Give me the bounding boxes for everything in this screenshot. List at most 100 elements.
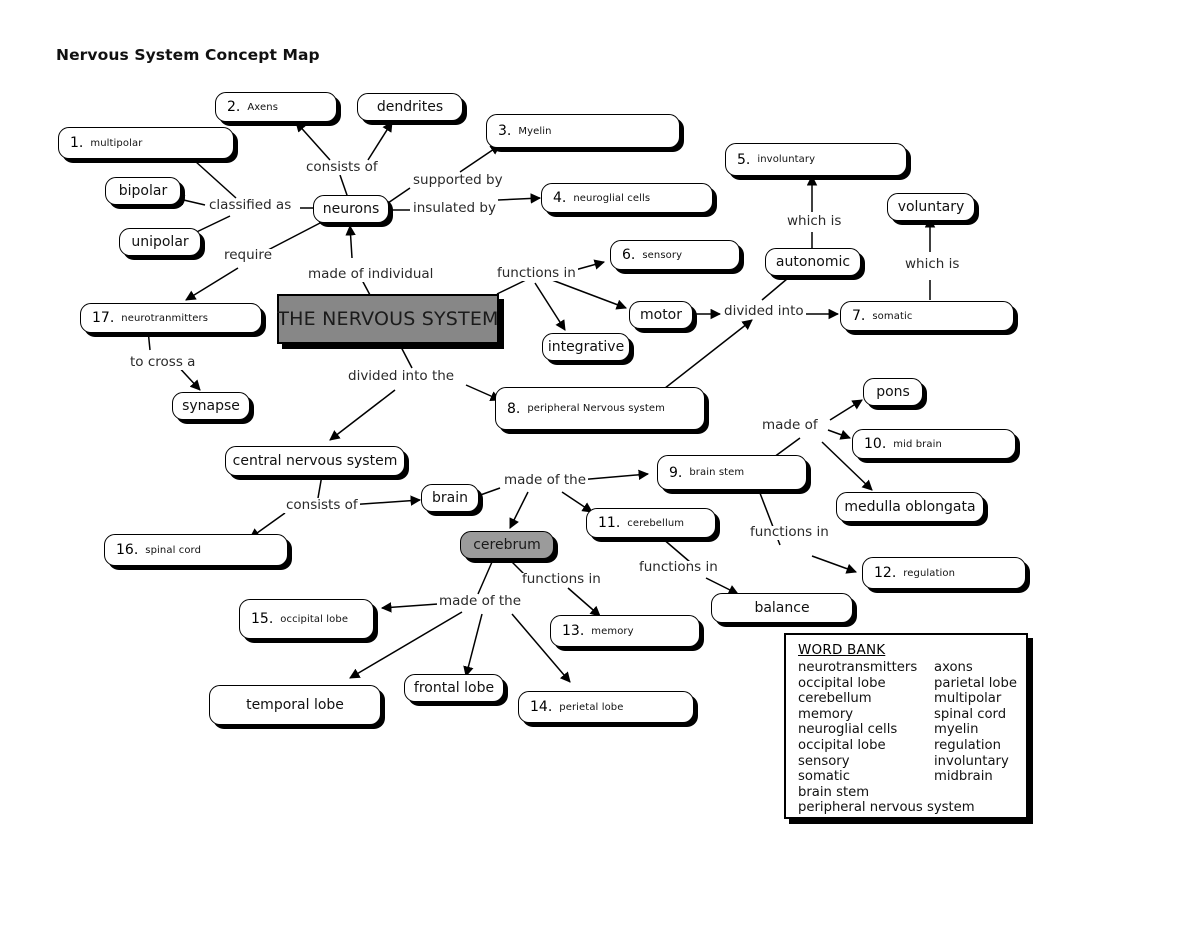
node-multipolar[interactable]: 1. multipolar <box>58 127 234 159</box>
node-label: regulation <box>903 567 956 579</box>
link-label-functions-in-cere: functions in <box>520 571 603 587</box>
node-number: 3. <box>498 123 512 139</box>
node-medulla-oblongata[interactable]: medulla oblongata <box>836 492 984 522</box>
word-bank-item: neurotransmitters <box>798 660 918 675</box>
node-autonomic[interactable]: autonomic <box>765 248 861 276</box>
node-unipolar[interactable]: unipolar <box>119 228 201 256</box>
word-bank-item: somatic <box>798 769 850 785</box>
node-temporal-lobe[interactable]: temporal lobe <box>209 685 381 725</box>
node-number: 10. <box>864 436 887 452</box>
node-label: frontal lobe <box>413 680 495 696</box>
node-myelin[interactable]: 3. Myelin <box>486 114 680 148</box>
word-bank-item: occipital lobe <box>798 737 886 753</box>
node-brain[interactable]: brain <box>421 484 479 512</box>
link-label-divided-into-the: divided into the <box>346 368 457 384</box>
node-number: 6. <box>622 247 636 263</box>
node-parietal-lobe[interactable]: 14. perietal lobe <box>518 691 694 723</box>
node-brain-stem[interactable]: 9. brain stem <box>657 455 807 490</box>
link-label-supported-by: supported by <box>411 172 505 188</box>
node-central-nervous-system[interactable]: central nervous system <box>225 446 405 476</box>
node-somatic[interactable]: 7. somatic <box>840 301 1014 331</box>
node-label: brain <box>432 490 468 506</box>
word-bank-item: axons <box>934 660 973 675</box>
word-bank-column-right: axons parietal lobe multipolar spinal co… <box>934 660 1017 816</box>
node-number: 7. <box>852 308 866 324</box>
node-number: 14. <box>530 699 553 715</box>
node-motor[interactable]: motor <box>629 301 693 329</box>
node-number: 8. <box>507 400 521 417</box>
node-number: 12. <box>874 565 897 581</box>
node-neurotransmitters[interactable]: 17. neurotranmitters <box>80 303 262 333</box>
word-bank-item: neuroglial cells <box>798 722 898 738</box>
node-voluntary[interactable]: voluntary <box>887 193 975 221</box>
node-label: peripheral Nervous system <box>527 403 665 414</box>
node-integrative[interactable]: integrative <box>542 333 630 361</box>
node-label: autonomic <box>775 254 851 270</box>
word-bank-item: sensory <box>798 753 850 769</box>
link-label-classified-as: classified as <box>207 197 294 213</box>
link-label-insulated-by: insulated by <box>411 200 498 216</box>
link-label-functions-in-pns: functions in <box>495 265 578 281</box>
node-label: memory <box>591 625 634 637</box>
node-label: spinal cord <box>145 544 202 556</box>
word-bank-item: midbrain <box>934 769 993 785</box>
link-label-made-of-brainstem: made of <box>760 417 820 433</box>
node-label: mid brain <box>893 438 942 450</box>
node-label: medulla oblongata <box>844 499 976 515</box>
node-number: 5. <box>737 151 751 168</box>
node-number: 16. <box>116 542 139 558</box>
node-involuntary[interactable]: 5. involuntary <box>725 143 907 176</box>
node-occipital-lobe[interactable]: 15. occipital lobe <box>239 599 374 639</box>
node-label: THE NERVOUS SYSTEM <box>277 308 499 330</box>
word-bank-item: occipital lobe <box>798 675 886 691</box>
word-bank-item: parietal lobe <box>934 675 1017 691</box>
node-dendrites[interactable]: dendrites <box>357 93 463 121</box>
node-label: voluntary <box>897 199 965 215</box>
node-the-nervous-system[interactable]: THE NERVOUS SYSTEM <box>277 294 499 344</box>
node-sensory[interactable]: 6. sensory <box>610 240 740 270</box>
node-label: involuntary <box>757 154 816 165</box>
node-label: dendrites <box>376 99 444 115</box>
node-label: unipolar <box>131 234 189 250</box>
node-axons[interactable]: 2. Axens <box>215 92 337 122</box>
node-cerebrum[interactable]: cerebrum <box>460 531 554 559</box>
node-number: 13. <box>562 623 585 639</box>
word-bank-item: regulation <box>934 737 1001 753</box>
link-label-made-of-the-cerebrum: made of the <box>437 593 524 609</box>
link-label-consists-of-cns: consists of <box>284 497 360 513</box>
node-frontal-lobe[interactable]: frontal lobe <box>404 674 504 702</box>
node-cerebellum[interactable]: 11. cerebellum <box>586 508 716 538</box>
node-memory[interactable]: 13. memory <box>550 615 700 647</box>
node-number: 4. <box>553 190 567 206</box>
node-bipolar[interactable]: bipolar <box>105 177 181 205</box>
node-number: 9. <box>669 464 683 481</box>
node-synapse[interactable]: synapse <box>172 392 250 420</box>
node-number: 17. <box>92 310 115 326</box>
node-peripheral-nervous-system[interactable]: 8. peripheral Nervous system <box>495 387 705 430</box>
node-label: sensory <box>642 249 683 261</box>
word-bank-item: brain stem <box>798 784 870 800</box>
link-label-functions-in-stem: functions in <box>748 524 831 540</box>
word-bank-item: memory <box>798 706 854 722</box>
page-title: Nervous System Concept Map <box>56 46 320 64</box>
node-neurons[interactable]: neurons <box>313 195 389 223</box>
node-label: temporal lobe <box>246 697 344 713</box>
node-number: 15. <box>251 611 274 627</box>
node-label: pons <box>876 384 910 400</box>
node-label: Axens <box>247 101 279 113</box>
word-bank-item: peripheral nervous system <box>798 800 975 816</box>
node-spinal-cord[interactable]: 16. spinal cord <box>104 534 288 566</box>
node-neuroglial-cells[interactable]: 4. neuroglial cells <box>541 183 713 213</box>
word-bank-column-left: neurotransmitters occipital lobe cerebel… <box>798 660 975 816</box>
node-number: 2. <box>227 99 241 115</box>
node-pons[interactable]: pons <box>863 378 923 406</box>
node-number: 1. <box>70 135 84 151</box>
node-regulation[interactable]: 12. regulation <box>862 557 1026 589</box>
node-label: somatic <box>872 310 913 322</box>
node-mid-brain[interactable]: 10. mid brain <box>852 429 1016 459</box>
node-label: neuroglial cells <box>573 192 651 204</box>
link-label-made-of-individual: made of individual <box>306 266 436 282</box>
word-bank-item: cerebellum <box>798 691 872 707</box>
node-balance[interactable]: balance <box>711 593 853 623</box>
